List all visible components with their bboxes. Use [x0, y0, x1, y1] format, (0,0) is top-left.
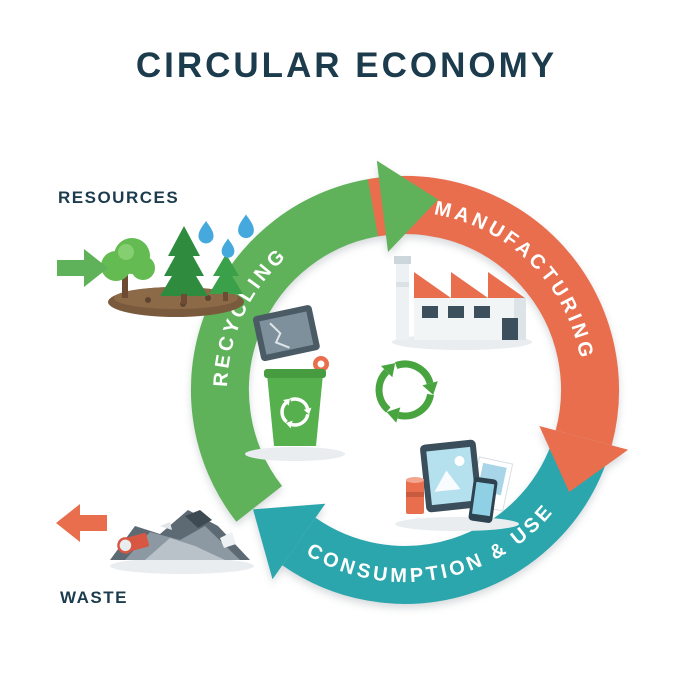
waste-label: WASTE [60, 588, 128, 607]
tablet [420, 439, 482, 513]
waste-output-arrow-icon [56, 504, 107, 542]
broken-monitor [252, 305, 320, 362]
recycling-arc [190, 177, 387, 522]
factory-icon [392, 256, 532, 350]
smartphone [468, 477, 498, 523]
waste-pile-icon [110, 510, 254, 574]
factory-door [502, 318, 518, 340]
bin-body [267, 374, 323, 446]
recycling-arrowhead-icon [376, 160, 438, 252]
crack-mark [269, 322, 290, 349]
tree-trunk [122, 274, 128, 298]
consumption-arc [282, 442, 607, 604]
bin-rim [264, 369, 326, 378]
electronics-icon [395, 439, 519, 531]
page-title: CIRCULAR ECONOMY [135, 46, 558, 85]
recycle-bin-icon [245, 305, 345, 461]
factory-window [422, 306, 438, 318]
manufacturing-arrowhead-icon [539, 426, 629, 492]
pine-tree-small [213, 254, 239, 276]
drink-can [406, 477, 424, 514]
recycle-arrows-icon [366, 359, 438, 431]
consumption-arrowhead-icon [253, 503, 326, 580]
resources-label: RESOURCES [58, 188, 180, 207]
resources-trees-icon [101, 214, 254, 317]
resources-input-arrow-icon [57, 249, 108, 287]
rubble-front [145, 538, 225, 560]
cycle-arcs [190, 160, 629, 604]
crushed-can [117, 533, 150, 554]
water-drop [198, 221, 214, 244]
water-drops-icon [198, 214, 254, 258]
factory-roof [414, 272, 451, 298]
factory-chimney [396, 262, 409, 340]
paper-scrap [220, 532, 236, 548]
